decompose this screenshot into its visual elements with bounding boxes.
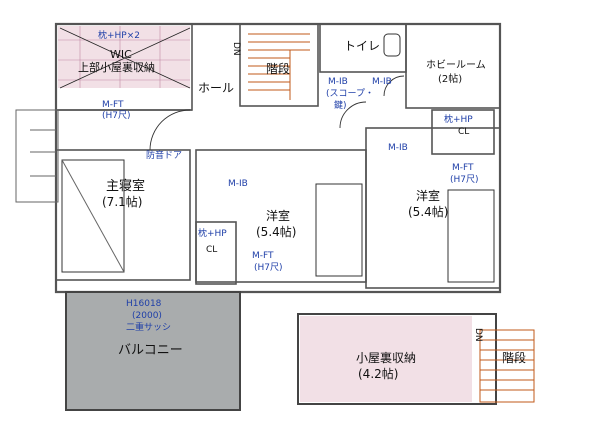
wic-attic-label: 上部小屋裏収納 [78, 60, 155, 74]
wic-top-label: 枕+HP×2 [98, 29, 140, 41]
balcony-label: バルコニー [118, 343, 183, 358]
window-width-label: (2000) [132, 311, 162, 321]
attic-fill [300, 316, 472, 402]
hall-label: ホール [198, 81, 234, 95]
mft-mid-height-label: (H7尺) [254, 262, 283, 273]
mib-toilet-label: M-IB [372, 77, 392, 87]
stairs-bottom-label: 階段 [502, 350, 526, 365]
western2-bed [447, 189, 495, 283]
exterior-window-frame [15, 109, 59, 203]
mib-hall-right-label: M-IB [388, 143, 408, 153]
closet-right-wall [431, 109, 495, 155]
mft-wic-label: M-FT [102, 100, 124, 110]
hobby-room-label: ホビールーム [426, 59, 486, 71]
attic-label: 小屋裏収納 [356, 350, 416, 365]
closet-left-label: CL [206, 245, 217, 255]
balcony-floor [65, 291, 241, 411]
attic-size-label: (4.2帖) [358, 366, 398, 381]
stairs-top-dn-label: DN [231, 42, 241, 56]
attic-wall [297, 313, 497, 405]
soundproof-door-label: 防音ドア [146, 149, 182, 161]
mib-stair-lock-label: 鍵) [334, 99, 347, 111]
stairs-top-treads [248, 33, 310, 100]
door-swing-master [149, 109, 191, 151]
stairs-bottom-dn-label: DN [473, 328, 483, 342]
makura-hp-right-label: 枕+HP [444, 113, 473, 125]
mib-master-label: M-IB [228, 179, 248, 189]
master-bedroom-wall [55, 149, 191, 281]
toilet-fixture [383, 33, 401, 57]
mft-right-label: M-FT [452, 163, 474, 173]
western1-bed [315, 183, 363, 277]
makura-hp-left-label: 枕+HP [198, 227, 227, 239]
mft-right-height-label: (H7尺) [450, 174, 479, 185]
window-type-label: 二重サッシ [126, 321, 171, 333]
western-room-2-wall [365, 127, 501, 289]
western-room-2-size-label: (5.4帖) [408, 204, 448, 219]
hobby-room-wall [405, 23, 501, 109]
mft-wic-height-label: (H7尺) [102, 110, 131, 121]
mib-stair-label: M-IB [328, 77, 348, 87]
door-swing-hobby [383, 75, 405, 97]
toilet-label: トイレ [344, 39, 380, 53]
closet-right-label: CL [458, 127, 469, 137]
mib-stair-scope-label: (スコープ・ [326, 88, 374, 99]
master-bedroom-size-label: (7.1帖) [102, 194, 142, 209]
stairs-top-label: 階段 [266, 61, 290, 76]
stairs-top-wall [239, 23, 319, 107]
master-bedroom-label: 主寝室 [106, 178, 145, 194]
hobby-room-size-label: (2帖) [438, 72, 462, 85]
mft-mid-label: M-FT [252, 251, 274, 261]
door-swing-hall [339, 101, 367, 129]
stairs-bottom-treads [479, 329, 535, 403]
western-room-1-size-label: (5.4帖) [256, 224, 296, 239]
western-room-1-label: 洋室 [266, 208, 290, 223]
closet-left-wall [195, 221, 237, 285]
wic-label: WIC [110, 48, 132, 61]
western-room-2-label: 洋室 [416, 188, 440, 203]
window-spec-label: H16018 [126, 299, 162, 309]
